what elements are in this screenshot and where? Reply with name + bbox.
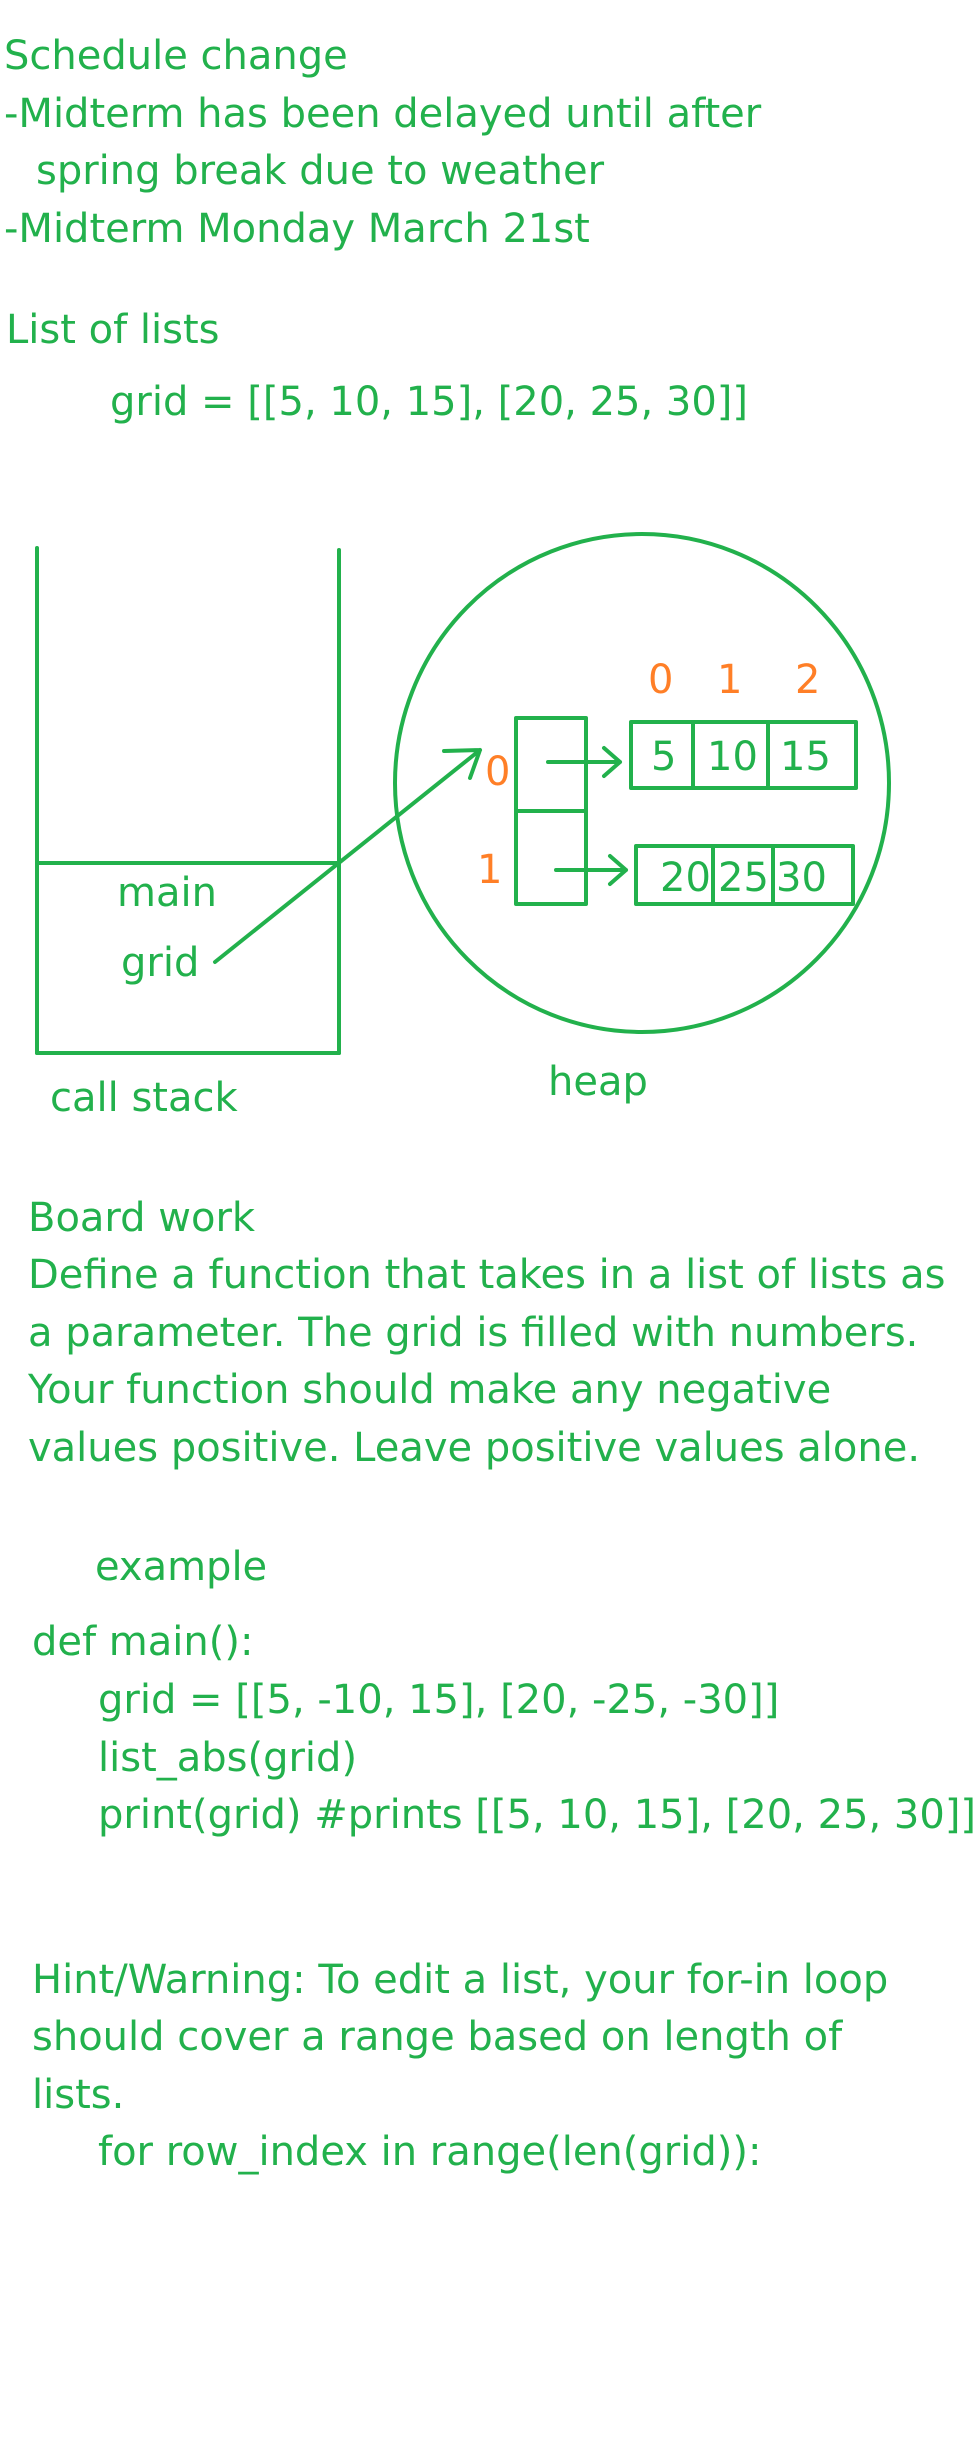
stack-var-label: grid (121, 940, 200, 986)
inner-list-row1-box (634, 844, 855, 906)
schedule-note-line: -Midterm Monday March 21st (4, 206, 590, 252)
stack-frame-label: main (117, 870, 217, 916)
example-label: example (95, 1544, 268, 1590)
hint-line: Hint/Warning: To edit a list, your for-i… (32, 1957, 889, 2003)
call-stack-caption: call stack (50, 1075, 238, 1121)
inner-index-label: 2 (795, 657, 821, 703)
row1-pointer-arrow (554, 854, 628, 886)
outer-index-label: 1 (477, 847, 503, 893)
heap-circle (393, 532, 891, 1034)
inner-index-label: 1 (717, 657, 743, 703)
memory-diagram (35, 532, 891, 1055)
grid-pointer-arrow (213, 748, 482, 964)
hint-code-line: for row_index in range(len(grid)): (98, 2129, 762, 2175)
row1-cell-value: 25 (718, 855, 769, 901)
board-work-line: a parameter. The grid is filled with num… (28, 1310, 919, 1356)
row0-cell-value: 15 (780, 734, 831, 780)
row0-pointer-arrow (546, 746, 622, 778)
hint-line: lists. (32, 2072, 125, 2118)
row0-cell-value: 5 (651, 734, 677, 780)
row1-cell-value: 30 (776, 855, 827, 901)
inner-index-label: 0 (648, 657, 674, 703)
outer-index-label: 0 (485, 749, 511, 795)
heap-caption: heap (548, 1059, 648, 1105)
schedule-note-line: -Midterm has been delayed until after (4, 91, 762, 137)
board-work-line: values positive. Leave positive values a… (28, 1425, 921, 1471)
row0-cell-value: 10 (707, 734, 758, 780)
board-work-line: Define a function that takes in a list o… (28, 1252, 946, 1298)
example-code-line: list_abs(grid) (98, 1735, 358, 1781)
row1-cell-value: 20 (660, 855, 711, 901)
inner-list-row0-box (629, 720, 858, 790)
list-definition-code: grid = [[5, 10, 15], [20, 25, 30]] (110, 379, 749, 425)
example-code-line: grid = [[5, -10, 15], [20, -25, -30]] (98, 1677, 780, 1723)
board-work-heading: Board work (28, 1195, 256, 1241)
example-code-line: def main(): (32, 1619, 254, 1665)
schedule-note-line: spring break due to weather (36, 148, 605, 194)
outer-list-box (514, 716, 588, 906)
call-stack-outline (35, 546, 341, 1055)
example-code-line: print(grid) #prints [[5, 10, 15], [20, 2… (98, 1792, 976, 1838)
hint-line: should cover a range based on length of (32, 2014, 843, 2060)
list-section-heading: List of lists (6, 307, 220, 353)
board-work-line: Your function should make any negative (28, 1367, 832, 1413)
schedule-heading: Schedule change (4, 33, 348, 79)
